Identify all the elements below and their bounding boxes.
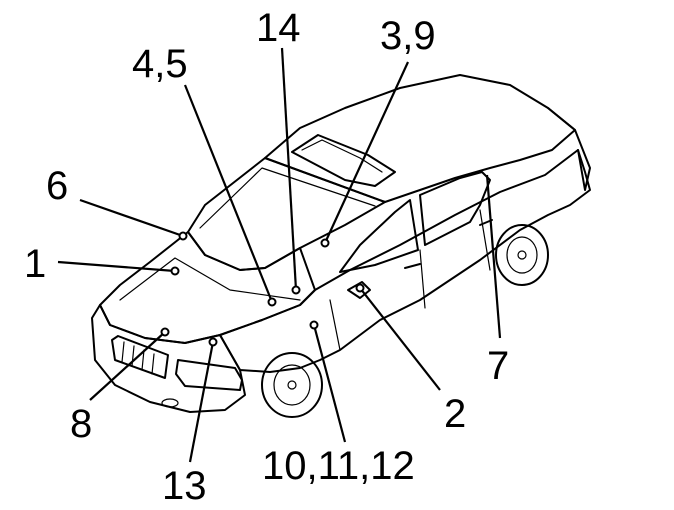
location-dots bbox=[160, 231, 365, 347]
callout-2: 2 bbox=[444, 392, 467, 436]
leader-8 bbox=[89, 331, 166, 401]
dot-8 bbox=[160, 327, 170, 337]
callout-1: 1 bbox=[24, 242, 47, 286]
callout-4-5: 4,5 bbox=[132, 42, 188, 86]
leader-2 bbox=[359, 287, 441, 391]
callout-3-9: 3,9 bbox=[380, 14, 436, 58]
callout-10-11-12: 10,11,12 bbox=[262, 444, 415, 488]
leader-14 bbox=[280, 47, 298, 291]
callout-8: 8 bbox=[70, 402, 93, 446]
callout-6: 6 bbox=[46, 164, 69, 208]
leader-7 bbox=[485, 174, 502, 339]
dot-6 bbox=[178, 231, 188, 241]
leader-13 bbox=[188, 341, 215, 463]
leader-1 bbox=[57, 260, 176, 273]
callout-14: 14 bbox=[256, 6, 301, 50]
car-body bbox=[91, 74, 591, 418]
dot-4-5 bbox=[267, 297, 277, 307]
leader-lines bbox=[57, 47, 502, 463]
dot-13 bbox=[208, 337, 218, 347]
dot-3-9 bbox=[320, 238, 330, 248]
dot-1 bbox=[170, 266, 180, 276]
leader-3-9 bbox=[324, 61, 409, 244]
leader-10-11-12 bbox=[312, 324, 347, 443]
callout-7: 7 bbox=[487, 344, 510, 388]
dot-14 bbox=[291, 285, 301, 295]
dot-2 bbox=[355, 283, 365, 293]
leader-4-5 bbox=[183, 84, 274, 303]
dot-10-11-12 bbox=[309, 320, 319, 330]
callout-13: 13 bbox=[162, 464, 207, 508]
leader-6 bbox=[79, 198, 184, 238]
